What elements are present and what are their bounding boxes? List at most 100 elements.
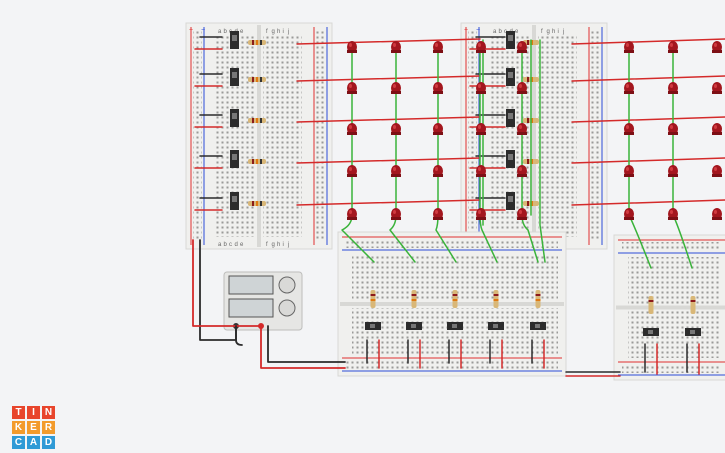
led-base [624,174,634,177]
switch-knob [508,72,513,78]
column-letter: e [240,242,244,248]
led-highlight [519,84,522,88]
resistor-band [452,299,458,301]
switch-knob [493,324,498,328]
resistor-band [531,118,533,123]
wire-red-row [571,116,725,123]
logo-letter: E [27,421,40,434]
resistor-band [527,201,529,206]
wire-red-row [296,116,481,123]
column-letter: j [562,29,564,35]
led-base [476,217,486,220]
led-base [712,91,722,94]
led-highlight [349,210,352,214]
led-highlight [435,210,438,214]
led-base [624,132,634,135]
logo-letter: K [12,421,25,434]
rail-holes [468,31,477,241]
switch-knob [370,324,375,328]
wire-red-row [296,38,481,45]
column-letter: h [277,29,280,35]
led-base [391,174,401,177]
led-highlight [714,84,717,88]
led-base [476,132,486,135]
led-base [624,50,634,53]
led-highlight [670,84,673,88]
led-highlight [714,210,717,214]
column-letter: f [266,242,268,248]
center-channel [257,25,261,247]
led-base [391,50,401,53]
column-letter: g [272,29,275,35]
terminal-holes [263,35,302,237]
wire-red-row [296,75,481,82]
resistor-band [527,40,529,45]
center-channel [532,25,536,247]
led-base [476,174,486,177]
column-letter: j [287,29,289,35]
switch-knob [508,154,513,160]
resistor-band [252,118,254,123]
column-letter: a [218,29,222,35]
led-base [433,132,443,135]
led-base [712,50,722,53]
resistor-band [535,294,541,296]
column-letter: h [552,29,555,35]
column-letter: g [272,242,275,248]
led-highlight [626,210,629,214]
column-letter: b [224,29,228,35]
switch-knob [535,324,540,328]
resistor-band [260,201,262,206]
resistor-band [260,40,262,45]
led-base [668,174,678,177]
led-base [712,132,722,135]
led-base [517,217,527,220]
led-base [391,91,401,94]
rail-label: + [189,27,193,34]
led-highlight [435,125,438,129]
column-letter: i [283,242,284,248]
led-highlight [519,210,522,214]
led-base [624,217,634,220]
rail-label: − [201,27,205,34]
switch-knob [508,196,513,202]
rail-holes [316,31,325,241]
led-base [433,50,443,53]
resistor-band [531,77,533,82]
switch-knob [232,196,237,202]
wire-red-row [571,38,725,45]
switch-knob [232,35,237,41]
resistor-band [531,201,533,206]
led-highlight [714,167,717,171]
resistor [690,296,696,314]
power-supply[interactable] [223,271,303,331]
wire-power-positive [192,239,262,327]
rail-holes [622,364,721,373]
column-letter: g [547,29,550,35]
led-highlight [393,43,396,47]
switch-knob [232,113,237,119]
voltage-knob [278,276,296,294]
center-channel [616,305,725,310]
led-base [433,217,443,220]
breadboard-left[interactable]: aabbccddeeffgghhiijj+− [185,22,333,250]
resistor-band [527,159,529,164]
led-highlight [349,167,352,171]
led-base [624,91,634,94]
voltage-display [228,275,274,295]
column-letter: e [515,29,519,35]
resistor-band [370,299,376,301]
switch-knob [232,72,237,78]
led-base [668,91,678,94]
resistor-band [260,77,262,82]
led-highlight [349,84,352,88]
breadboard-bottom-right[interactable] [613,234,725,381]
column-letter: b [499,29,503,35]
resistor-band [252,77,254,82]
resistor-band [256,118,258,123]
led-base [347,174,357,177]
led-base [433,91,443,94]
led-highlight [714,43,717,47]
